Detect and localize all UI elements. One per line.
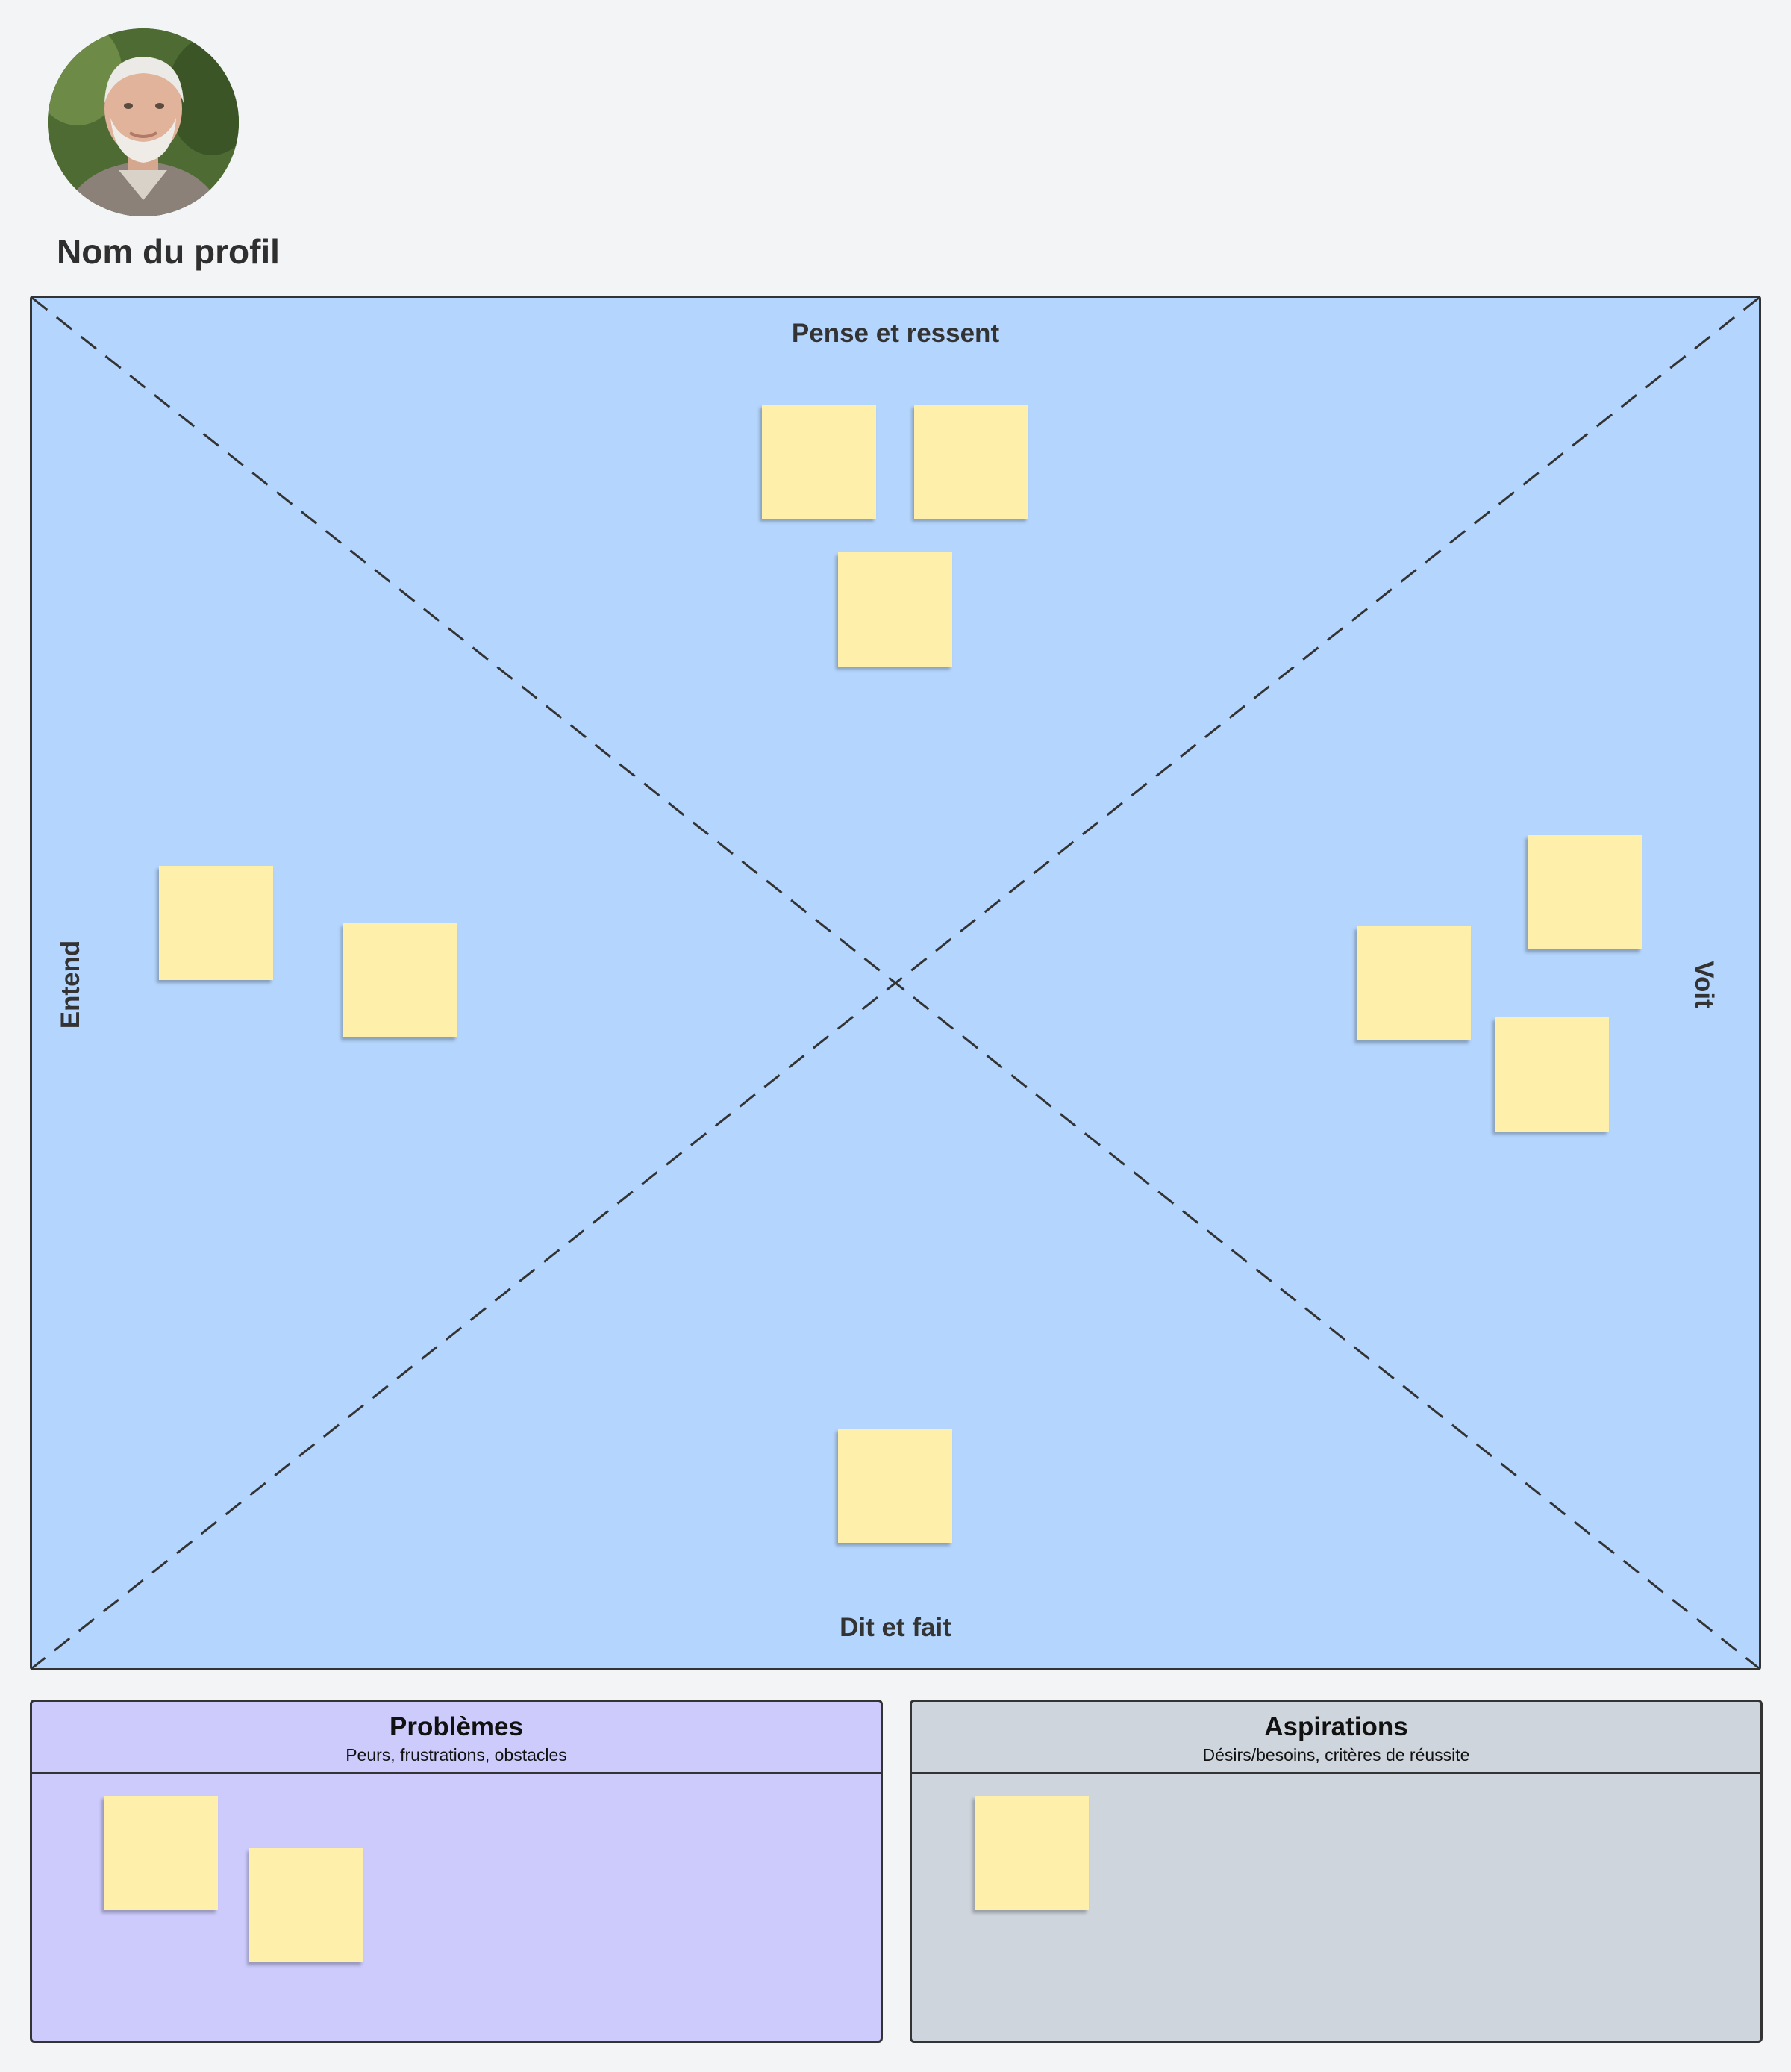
problems-panel-header: Problèmes Peurs, frustrations, obstacles (32, 1702, 881, 1774)
sticky-note-says-does-1[interactable] (838, 1429, 952, 1543)
aspirations-panel[interactable]: Aspirations Désirs/besoins, critères de … (910, 1700, 1763, 2043)
person-photo-icon (48, 28, 239, 216)
quadrant-label-thinks-feels: Pense et ressent (791, 319, 1000, 348)
quadrant-label-says-does: Dit et fait (840, 1613, 951, 1642)
sticky-note-thinks-feels-1[interactable] (762, 405, 876, 519)
problems-title: Problèmes (390, 1712, 523, 1741)
quadrant-label-sees: Voit (1690, 961, 1719, 1008)
aspirations-subtitle: Désirs/besoins, critères de réussite (1202, 1745, 1470, 1764)
sticky-note-sees-2[interactable] (1357, 926, 1471, 1040)
sticky-note-thinks-feels-3[interactable] (838, 552, 952, 667)
profile-name[interactable]: Nom du profil (57, 232, 280, 271)
aspirations-title: Aspirations (1264, 1712, 1408, 1741)
problems-subtitle: Peurs, frustrations, obstacles (346, 1745, 567, 1764)
empathy-map-frame[interactable]: Pense et ressent Dit et fait Entend Voit (30, 296, 1761, 1670)
aspirations-panel-header: Aspirations Désirs/besoins, critères de … (912, 1702, 1760, 1774)
sticky-note-problems-1[interactable] (104, 1796, 218, 1910)
sticky-note-hears-1[interactable] (159, 866, 273, 980)
problems-panel[interactable]: Problèmes Peurs, frustrations, obstacles (30, 1700, 883, 2043)
sticky-note-sees-1[interactable] (1528, 835, 1642, 949)
sticky-note-hears-2[interactable] (343, 923, 457, 1037)
sticky-note-thinks-feels-2[interactable] (914, 405, 1028, 519)
diagonal-dividers (32, 298, 1759, 1668)
sticky-note-problems-2[interactable] (249, 1848, 363, 1962)
profile-avatar[interactable] (48, 28, 239, 216)
quadrant-label-hears: Entend (56, 940, 85, 1029)
sticky-note-aspirations-1[interactable] (975, 1796, 1089, 1910)
sticky-note-sees-3[interactable] (1495, 1017, 1609, 1132)
